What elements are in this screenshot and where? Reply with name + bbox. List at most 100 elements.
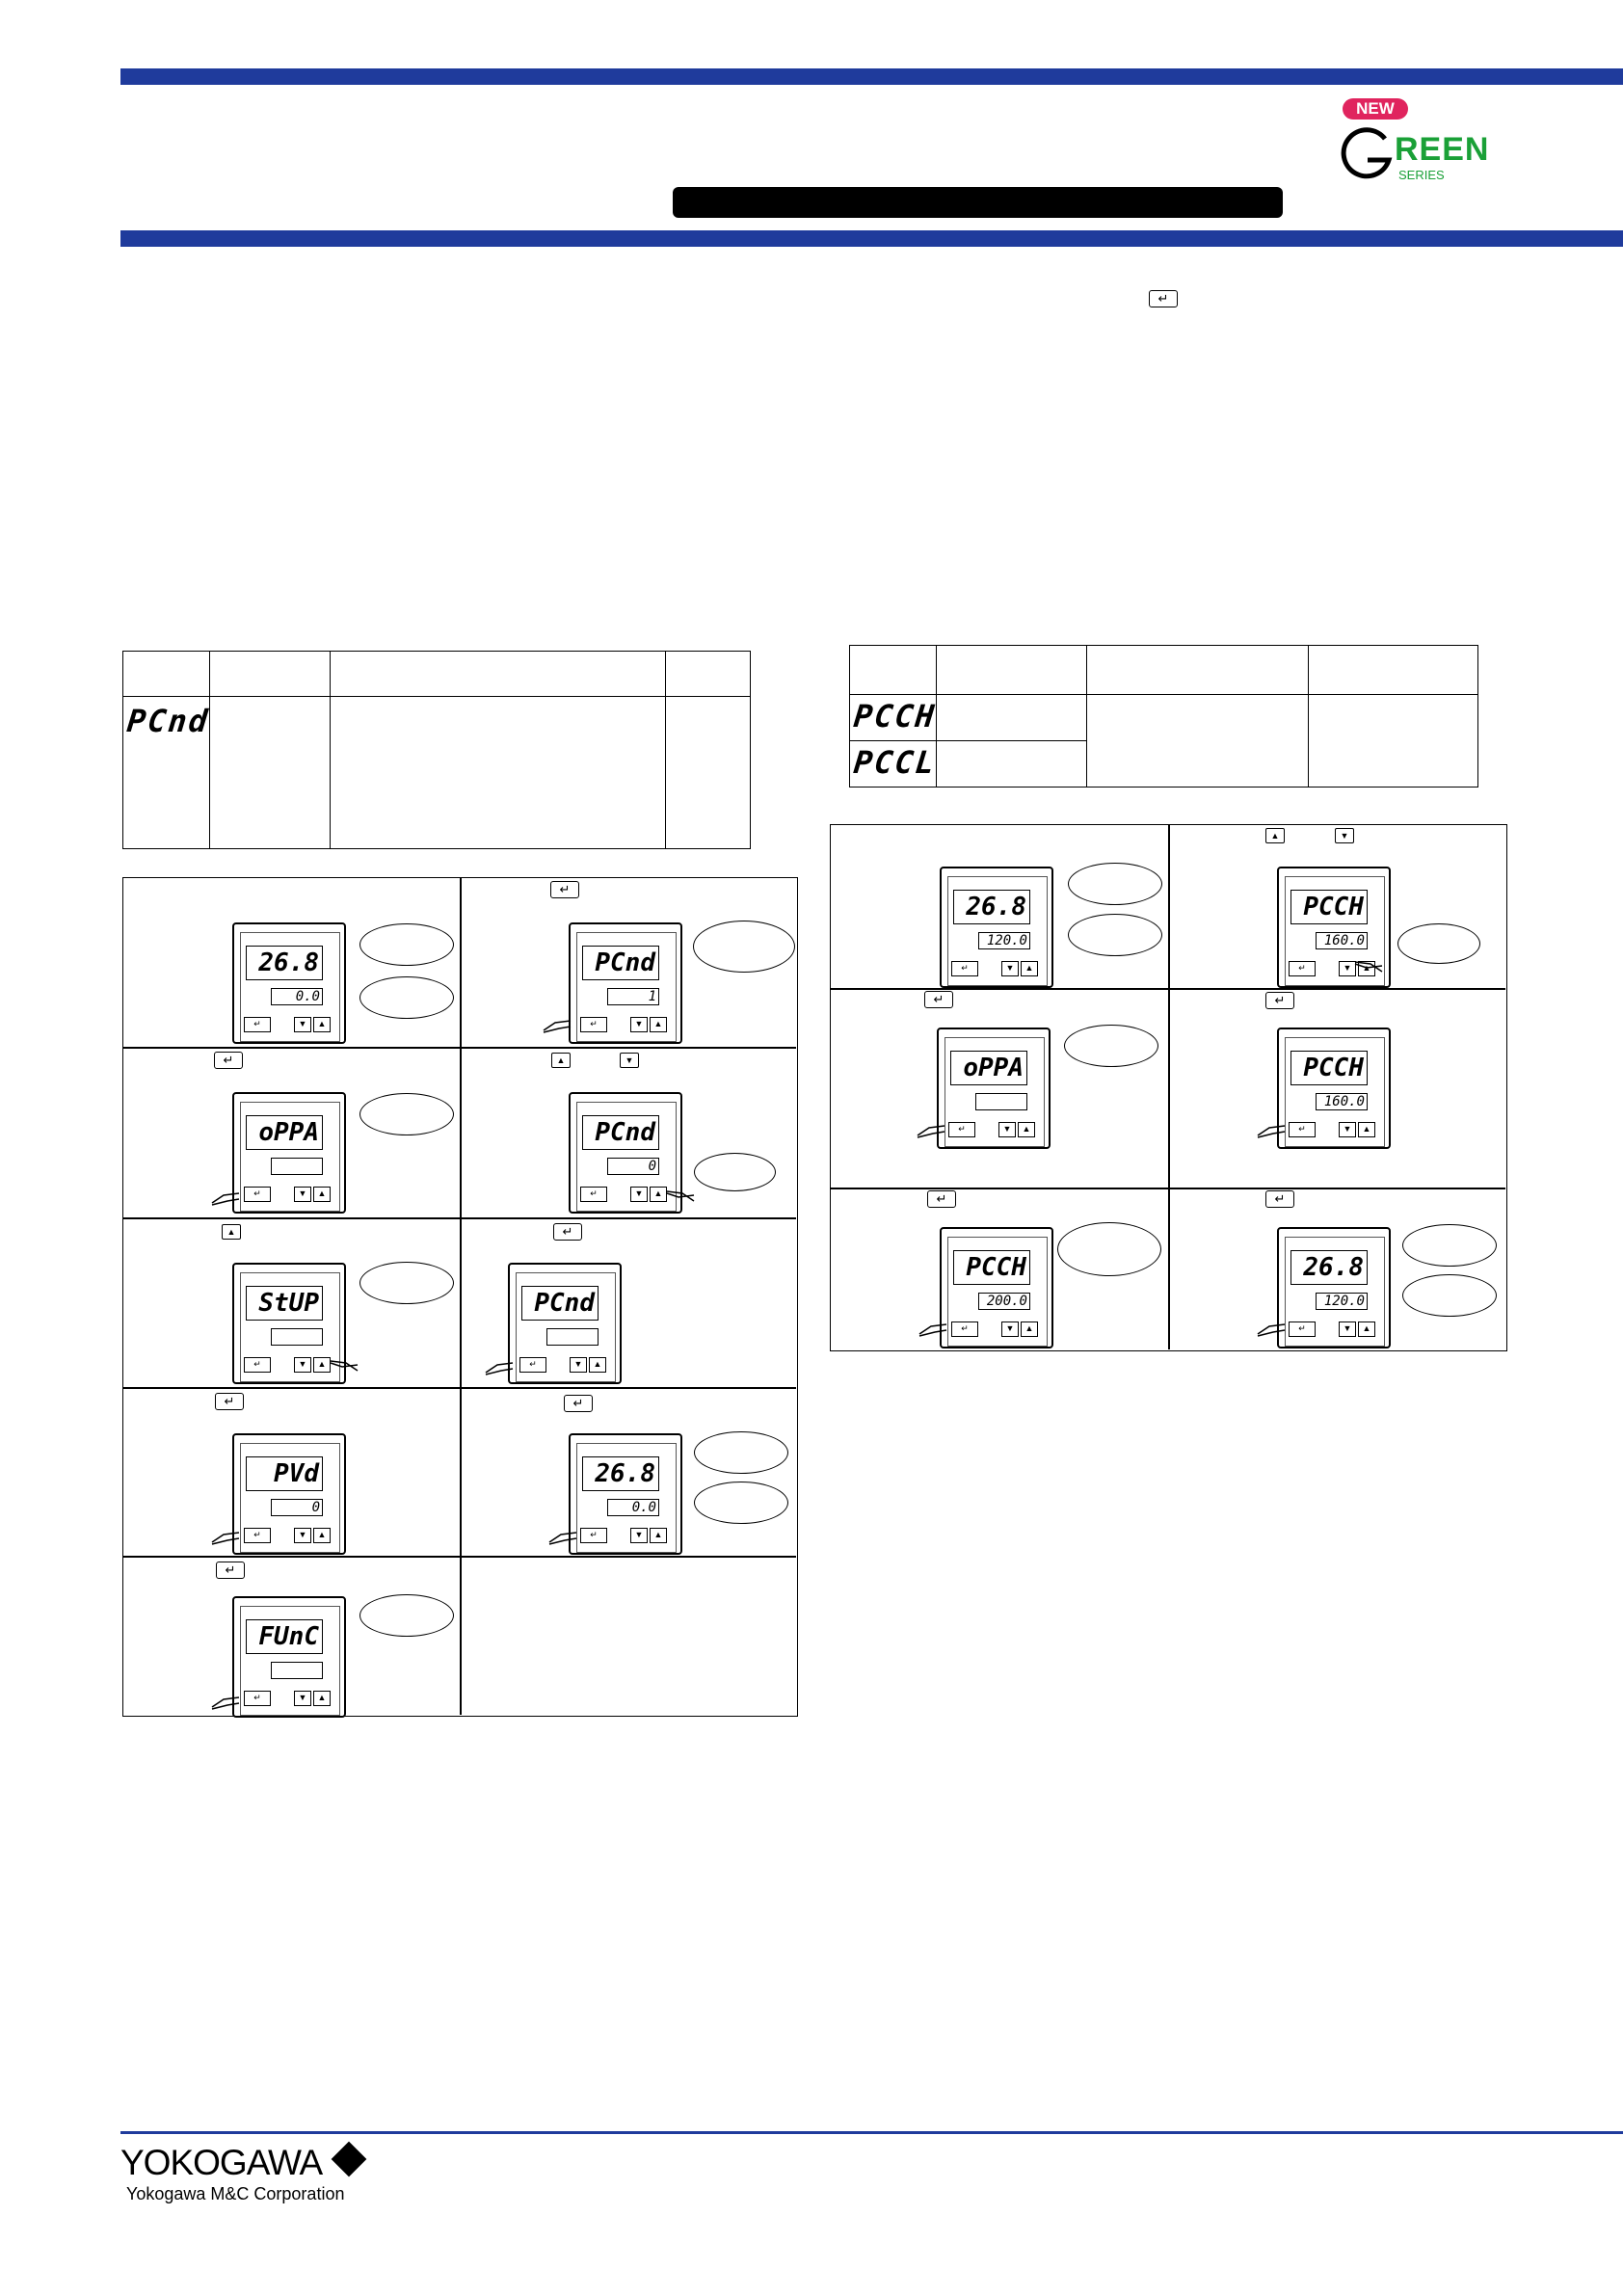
header-cell bbox=[665, 651, 751, 697]
pv-display: 26.8 bbox=[953, 890, 1030, 924]
enter-key-icon: ↵ bbox=[564, 1395, 593, 1412]
callout-ellipse bbox=[1064, 1025, 1158, 1067]
callout-ellipse bbox=[1397, 923, 1480, 964]
grid-divider bbox=[123, 1387, 796, 1389]
pv-display: PCCH bbox=[953, 1250, 1030, 1285]
hand-press-icon bbox=[211, 1532, 240, 1545]
hand-press-icon bbox=[485, 1362, 514, 1375]
pv-display: StUP bbox=[246, 1286, 323, 1321]
header-cell bbox=[330, 651, 667, 697]
right-procedure-grid bbox=[830, 824, 1507, 1351]
controller-display: 26.8 0.0 ↵▼▲ bbox=[232, 922, 346, 1044]
callout-ellipse bbox=[359, 1594, 454, 1637]
down-key-icon: ▼ bbox=[1335, 828, 1354, 843]
sv-display: 120.0 bbox=[1316, 1293, 1368, 1310]
hand-press-icon bbox=[918, 1323, 947, 1337]
grid-divider bbox=[123, 1217, 796, 1219]
sv-display bbox=[271, 1158, 323, 1175]
pv-display: PCnd bbox=[582, 1115, 659, 1150]
grid-divider bbox=[831, 1188, 1505, 1189]
callout-ellipse bbox=[1402, 1224, 1497, 1267]
grid-divider bbox=[123, 1047, 796, 1049]
hand-press-icon bbox=[1257, 1323, 1286, 1337]
grid-divider bbox=[831, 988, 1505, 990]
grid-divider bbox=[123, 1556, 796, 1558]
enter-key-icon: ↵ bbox=[1149, 290, 1178, 307]
pv-display: PCCH bbox=[1290, 890, 1368, 924]
sv-display: 160.0 bbox=[1316, 1093, 1368, 1110]
enter-key-icon: ↵ bbox=[550, 881, 579, 898]
controller-display: PCCH 160.0 ↵▼▲ bbox=[1277, 867, 1391, 988]
callout-ellipse bbox=[693, 921, 795, 973]
up-key-icon: ▲ bbox=[1265, 828, 1285, 843]
hand-press-icon bbox=[666, 1190, 695, 1202]
green-series-logo: NEW REEN SERIES bbox=[1335, 96, 1508, 193]
grid-divider bbox=[460, 878, 462, 1715]
enter-key-icon: ↵ bbox=[924, 991, 953, 1008]
sv-display: 200.0 bbox=[978, 1293, 1030, 1310]
sv-display bbox=[546, 1328, 599, 1346]
callout-ellipse bbox=[694, 1153, 776, 1191]
sv-display bbox=[975, 1093, 1027, 1110]
param-name-cell bbox=[936, 740, 1088, 788]
controller-display: PCnd ↵▼▲ bbox=[508, 1263, 622, 1384]
hand-press-icon bbox=[330, 1360, 359, 1372]
title-banner bbox=[673, 187, 1283, 218]
controller-display: PVd 0 ↵▼▲ bbox=[232, 1433, 346, 1555]
pv-display: PCnd bbox=[582, 946, 659, 980]
controller-display: 26.8 120.0 ↵▼▲ bbox=[1277, 1227, 1391, 1348]
param-default-cell bbox=[665, 696, 751, 849]
param-symbol: PCnd bbox=[125, 703, 212, 739]
pv-display: PCnd bbox=[521, 1286, 599, 1321]
grid-divider bbox=[1168, 825, 1170, 1349]
sv-display: 0 bbox=[271, 1499, 323, 1516]
enter-key-icon: ↵ bbox=[553, 1223, 582, 1241]
controller-display: PCCH 200.0 ↵▼▲ bbox=[940, 1227, 1053, 1348]
g-logo-icon bbox=[1341, 127, 1393, 179]
pv-display: 26.8 bbox=[582, 1456, 659, 1491]
pv-display: 26.8 bbox=[1290, 1250, 1368, 1285]
param-name-cell bbox=[209, 696, 332, 849]
param-default-cell bbox=[1307, 694, 1479, 788]
brand-diamond-icon bbox=[331, 2141, 367, 2177]
sv-display: 160.0 bbox=[1316, 932, 1368, 949]
enter-key-icon: ↵ bbox=[214, 1052, 243, 1069]
sv-display: 0 bbox=[607, 1158, 659, 1175]
callout-ellipse bbox=[359, 1262, 454, 1304]
param-symbol-cell: PCCL bbox=[848, 740, 938, 788]
header-cell bbox=[209, 651, 332, 697]
header-cell bbox=[936, 645, 1088, 695]
up-key-icon: ▲ bbox=[222, 1224, 241, 1240]
hand-press-icon bbox=[543, 1020, 572, 1033]
controller-display: 26.8 120.0 ↵▼▲ bbox=[940, 867, 1053, 988]
enter-key-icon: ↵ bbox=[216, 1562, 245, 1579]
header-cell bbox=[848, 645, 938, 695]
left-procedure-grid bbox=[122, 877, 798, 1717]
hand-press-icon bbox=[917, 1125, 945, 1138]
controller-display: StUP ↵▼▲ bbox=[232, 1263, 346, 1384]
controller-display: oPPA ↵▼▲ bbox=[232, 1092, 346, 1214]
new-badge: NEW bbox=[1343, 98, 1408, 120]
right-parameter-table: PCCH PCCL bbox=[848, 645, 1479, 788]
param-symbol: PCCH bbox=[852, 698, 939, 734]
enter-key-icon: ↵ bbox=[1265, 1190, 1294, 1208]
sv-display bbox=[271, 1662, 323, 1679]
callout-ellipse bbox=[1402, 1274, 1497, 1317]
sv-display bbox=[271, 1328, 323, 1346]
pv-display: oPPA bbox=[950, 1051, 1027, 1085]
controller-display: FUnC ↵▼▲ bbox=[232, 1596, 346, 1718]
hand-press-icon bbox=[211, 1192, 240, 1206]
callout-ellipse bbox=[359, 1093, 454, 1135]
pv-display: FUnC bbox=[246, 1619, 323, 1654]
left-parameter-table: PCnd bbox=[121, 651, 751, 849]
enter-key-icon: ↵ bbox=[1265, 992, 1294, 1009]
controller-display: PCnd 0 ↵▼▲ bbox=[569, 1092, 682, 1214]
param-symbol-cell: PCnd bbox=[121, 696, 212, 849]
controller-display: PCCH 160.0 ↵▼▲ bbox=[1277, 1028, 1391, 1149]
callout-ellipse bbox=[359, 923, 454, 966]
param-desc-cell bbox=[330, 696, 667, 849]
header-cell bbox=[121, 651, 211, 697]
brand-name: YOKOGAWA bbox=[120, 2143, 323, 2182]
company-name: Yokogawa M&C Corporation bbox=[126, 2184, 345, 2203]
bottom-accent-bar bbox=[120, 230, 1623, 247]
